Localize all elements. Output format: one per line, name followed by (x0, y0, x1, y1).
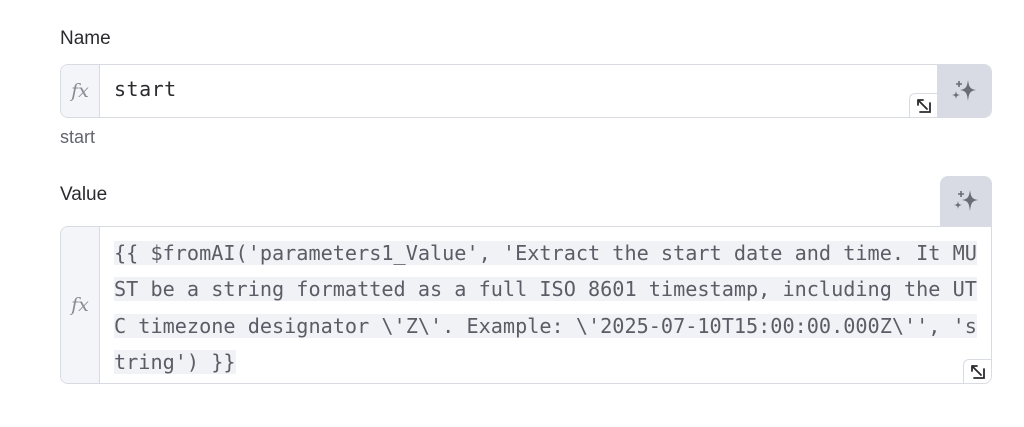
expand-arrow-icon (970, 364, 985, 379)
name-label: Name (60, 28, 111, 49)
fx-expression-icon: fx (61, 227, 100, 383)
name-input-value: start (114, 77, 177, 101)
ai-assist-button[interactable] (937, 65, 991, 117)
name-input[interactable]: start (100, 65, 937, 117)
value-expression-editor[interactable]: {{ $fromAI('parameters1_Value', 'Extract… (100, 227, 991, 383)
expand-editor-button[interactable] (963, 359, 991, 383)
sparkles-icon (954, 190, 978, 211)
value-expression-text: {{ $fromAI('parameters1_Value', 'Extract… (114, 241, 977, 374)
fx-expression-icon: fx (61, 65, 100, 117)
name-field[interactable]: fx start (60, 64, 992, 118)
value-label: Value (60, 184, 108, 205)
expand-editor-button[interactable] (909, 93, 937, 117)
value-ai-assist-button[interactable] (940, 176, 992, 226)
value-field[interactable]: fx {{ $fromAI('parameters1_Value', 'Extr… (60, 226, 992, 384)
expand-arrow-icon (916, 98, 931, 113)
sparkles-icon (952, 80, 976, 101)
name-resolved-preview: start (60, 127, 96, 147)
